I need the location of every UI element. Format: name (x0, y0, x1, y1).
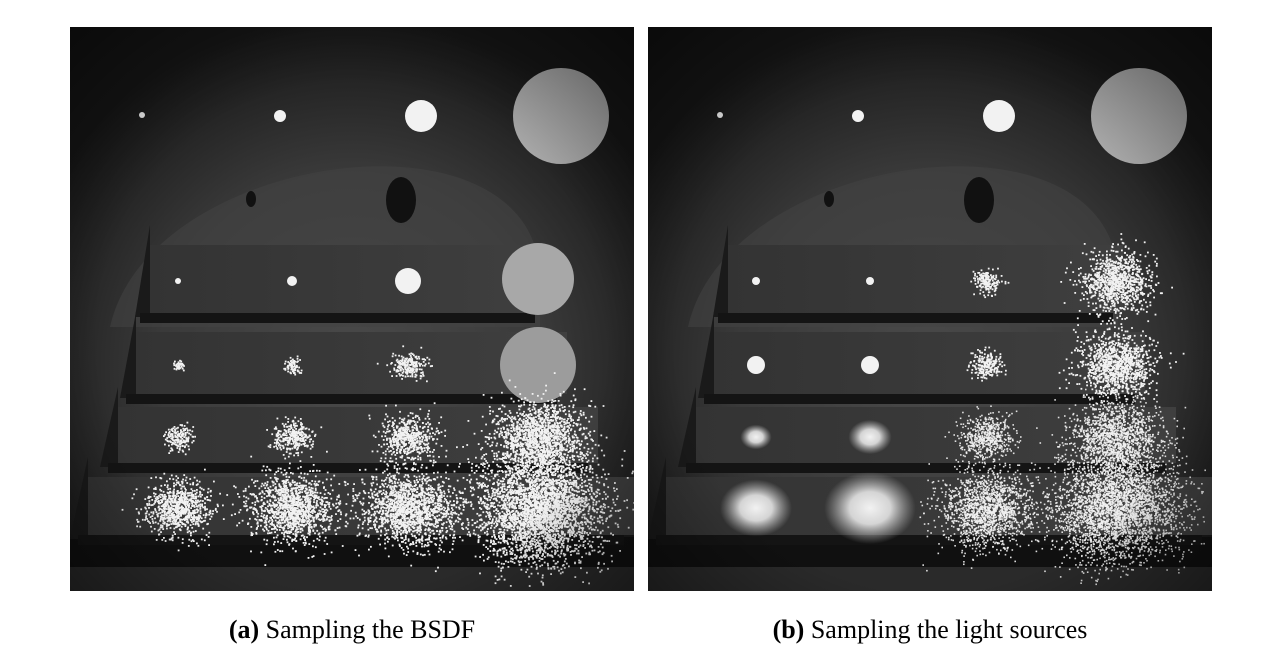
render-panel-light (648, 27, 1212, 591)
vignette (648, 27, 1212, 591)
caption-b: (b) Sampling the light sources (648, 615, 1212, 645)
render-image-light (648, 27, 1212, 591)
caption-a: (a) Sampling the BSDF (70, 615, 634, 645)
vignette (70, 27, 634, 591)
render-panel-bsdf (70, 27, 634, 591)
caption-a-label: (a) (228, 615, 260, 644)
caption-a-text: Sampling the BSDF (265, 615, 476, 644)
caption-b-label: (b) (772, 615, 805, 644)
render-image-bsdf (70, 27, 634, 591)
caption-b-text: Sampling the light sources (810, 615, 1088, 644)
